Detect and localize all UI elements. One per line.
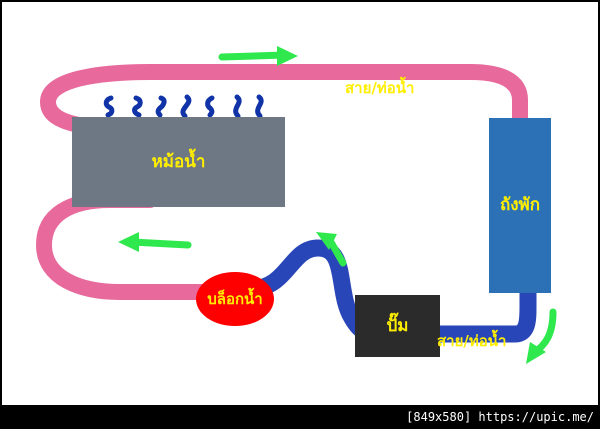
- arrow-top-right-icon: [218, 46, 298, 66]
- pipe-label-top: สาย/ท่อน้ำ: [345, 79, 415, 97]
- arrow-down-right-icon: [526, 308, 557, 364]
- pump-label: ปั๊ม: [386, 315, 409, 336]
- watermark-bar: [849x580] https://upic.me/: [0, 405, 600, 429]
- pipe-label-bottom: สาย/ท่อน้ำ: [437, 332, 507, 350]
- pump-node: ปั๊ม: [355, 295, 440, 357]
- arrow-mid-left-icon: [118, 232, 192, 252]
- water-block-label: บล็อกน้ำ: [207, 289, 263, 308]
- water-block-node: บล็อกน้ำ: [196, 272, 274, 326]
- reserve-tank-node: ถังพัก: [489, 118, 551, 293]
- arrow-up-icon: [316, 232, 347, 267]
- reserve-tank-label: ถังพัก: [499, 195, 541, 216]
- boiler-heat-squiggles: [103, 94, 264, 119]
- flow-arrows: [118, 46, 557, 364]
- watermark-text: [849x580] https://upic.me/: [406, 410, 594, 424]
- boiler-node: หม้อน้ำ: [72, 117, 285, 207]
- boiler-label: หม้อน้ำ: [151, 151, 206, 172]
